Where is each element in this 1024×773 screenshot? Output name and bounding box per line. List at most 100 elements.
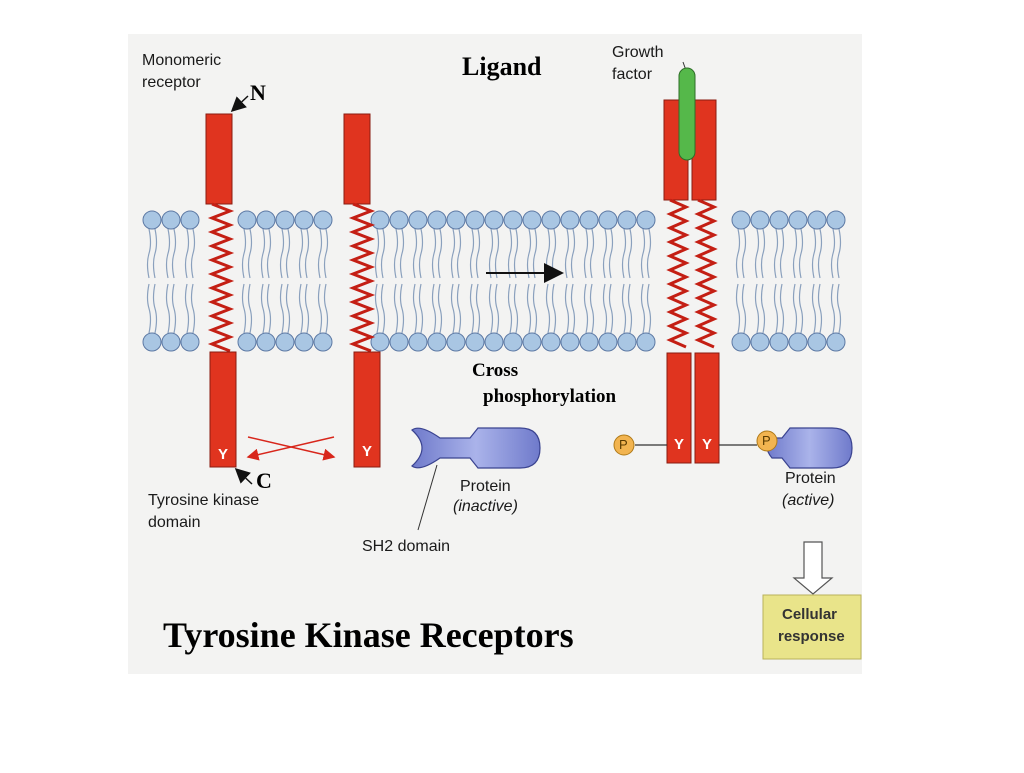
lipid-tail <box>190 283 196 334</box>
lipid-head <box>180 210 200 230</box>
lipid-tail <box>754 283 760 334</box>
lipid-tail <box>513 283 519 334</box>
lipid-tail <box>494 283 500 334</box>
n-terminus-label: N <box>250 80 266 105</box>
lipid-tail <box>811 283 817 334</box>
lipid-head <box>807 332 827 352</box>
lipid-tail <box>589 228 595 279</box>
lipid-tail <box>304 283 310 334</box>
lipid-tail <box>602 228 608 279</box>
lipid-tail <box>380 283 386 334</box>
lipid-tail <box>589 283 595 334</box>
lipid-tail <box>393 228 399 279</box>
lipid-tail <box>241 228 247 279</box>
lipid-tail <box>602 283 608 334</box>
lipid-tail <box>608 283 614 334</box>
lipid-head <box>807 210 827 230</box>
lipid-head <box>750 210 770 230</box>
lipid-tail <box>621 228 627 279</box>
lipid-tail <box>165 283 171 334</box>
lipid-tail <box>323 283 329 334</box>
lipid-head <box>522 332 542 352</box>
lipid-tail <box>760 283 766 334</box>
response-arrow <box>792 541 834 595</box>
lipid-tail <box>260 228 266 279</box>
lipid-head <box>484 332 504 352</box>
lipid-head <box>161 210 181 230</box>
tyrosine-kinase-domain-label-2: domain <box>148 514 201 531</box>
phosphate-p-left: P <box>619 437 628 452</box>
lipid-tail <box>285 283 291 334</box>
lipid-tail <box>475 283 481 334</box>
lipid-tail <box>646 283 652 334</box>
lipid-tail <box>418 228 424 279</box>
lipid-tail <box>260 283 266 334</box>
lipid-head <box>484 210 504 230</box>
lipid-head <box>826 210 846 230</box>
protein-inactive-label-1: Protein <box>460 478 511 495</box>
lipid-tail <box>184 283 190 334</box>
lipid-tail <box>583 228 589 279</box>
lipid-tail <box>399 228 405 279</box>
lipid-tail <box>266 283 272 334</box>
lipid-head <box>522 210 542 230</box>
lipid-tail <box>640 228 646 279</box>
lipid-tail <box>621 283 627 334</box>
lipid-tail <box>627 228 633 279</box>
phosphate-right <box>756 430 778 452</box>
lipid-tail <box>304 228 310 279</box>
lipid-tail <box>374 283 380 334</box>
lipid-tail <box>285 228 291 279</box>
lipid-head <box>389 210 409 230</box>
lipid-tail <box>241 283 247 334</box>
protein-active-label-1: Protein <box>785 470 836 487</box>
lipid-tail <box>798 283 804 334</box>
lipid-tail <box>507 228 513 279</box>
lipid-tail <box>469 283 475 334</box>
lipid-tail <box>475 228 481 279</box>
lipid-tail <box>640 283 646 334</box>
cellular-response-label-2: response <box>778 628 845 645</box>
lipid-tail <box>437 228 443 279</box>
lipid-heads <box>142 210 846 352</box>
lipid-tail <box>792 283 798 334</box>
lipid-head <box>503 210 523 230</box>
lipid-head <box>256 210 276 230</box>
lipid-head <box>446 332 466 352</box>
lipid-head <box>142 210 162 230</box>
growth-factor-label-1: Growth <box>612 44 664 61</box>
lipid-tail <box>437 283 443 334</box>
lipid-head <box>427 210 447 230</box>
lipid-tail <box>171 283 177 334</box>
tyrosine-y-dimer-left: Y <box>674 436 685 453</box>
lipid-tail <box>171 228 177 279</box>
lipid-tail <box>830 228 836 279</box>
lipid-tail <box>431 228 437 279</box>
tyrosine-y-dimer-right: Y <box>702 436 713 453</box>
cross-phosphorylation-label-1: Cross <box>472 360 519 381</box>
lipid-head <box>617 332 637 352</box>
lipid-tail <box>526 283 532 334</box>
lipid-tail <box>754 228 760 279</box>
lipid-tails <box>146 228 842 334</box>
lipid-head <box>731 332 751 352</box>
lipid-head <box>750 332 770 352</box>
lipid-tail <box>266 228 272 279</box>
lipid-tail <box>564 228 570 279</box>
lipid-head <box>636 210 656 230</box>
lipid-tail <box>412 283 418 334</box>
lipid-tail <box>298 283 304 334</box>
lipid-head <box>579 210 599 230</box>
lipid-head <box>541 332 561 352</box>
lipid-tail <box>551 283 557 334</box>
lipid-tail <box>526 228 532 279</box>
cellular-response-box <box>762 594 862 660</box>
lipid-tail <box>741 228 747 279</box>
lipid-head <box>769 210 789 230</box>
lipid-tail <box>279 228 285 279</box>
lipid-tail <box>836 228 842 279</box>
lipid-head <box>731 210 751 230</box>
monomeric-receptor-label-1: Monomeric <box>142 52 222 69</box>
